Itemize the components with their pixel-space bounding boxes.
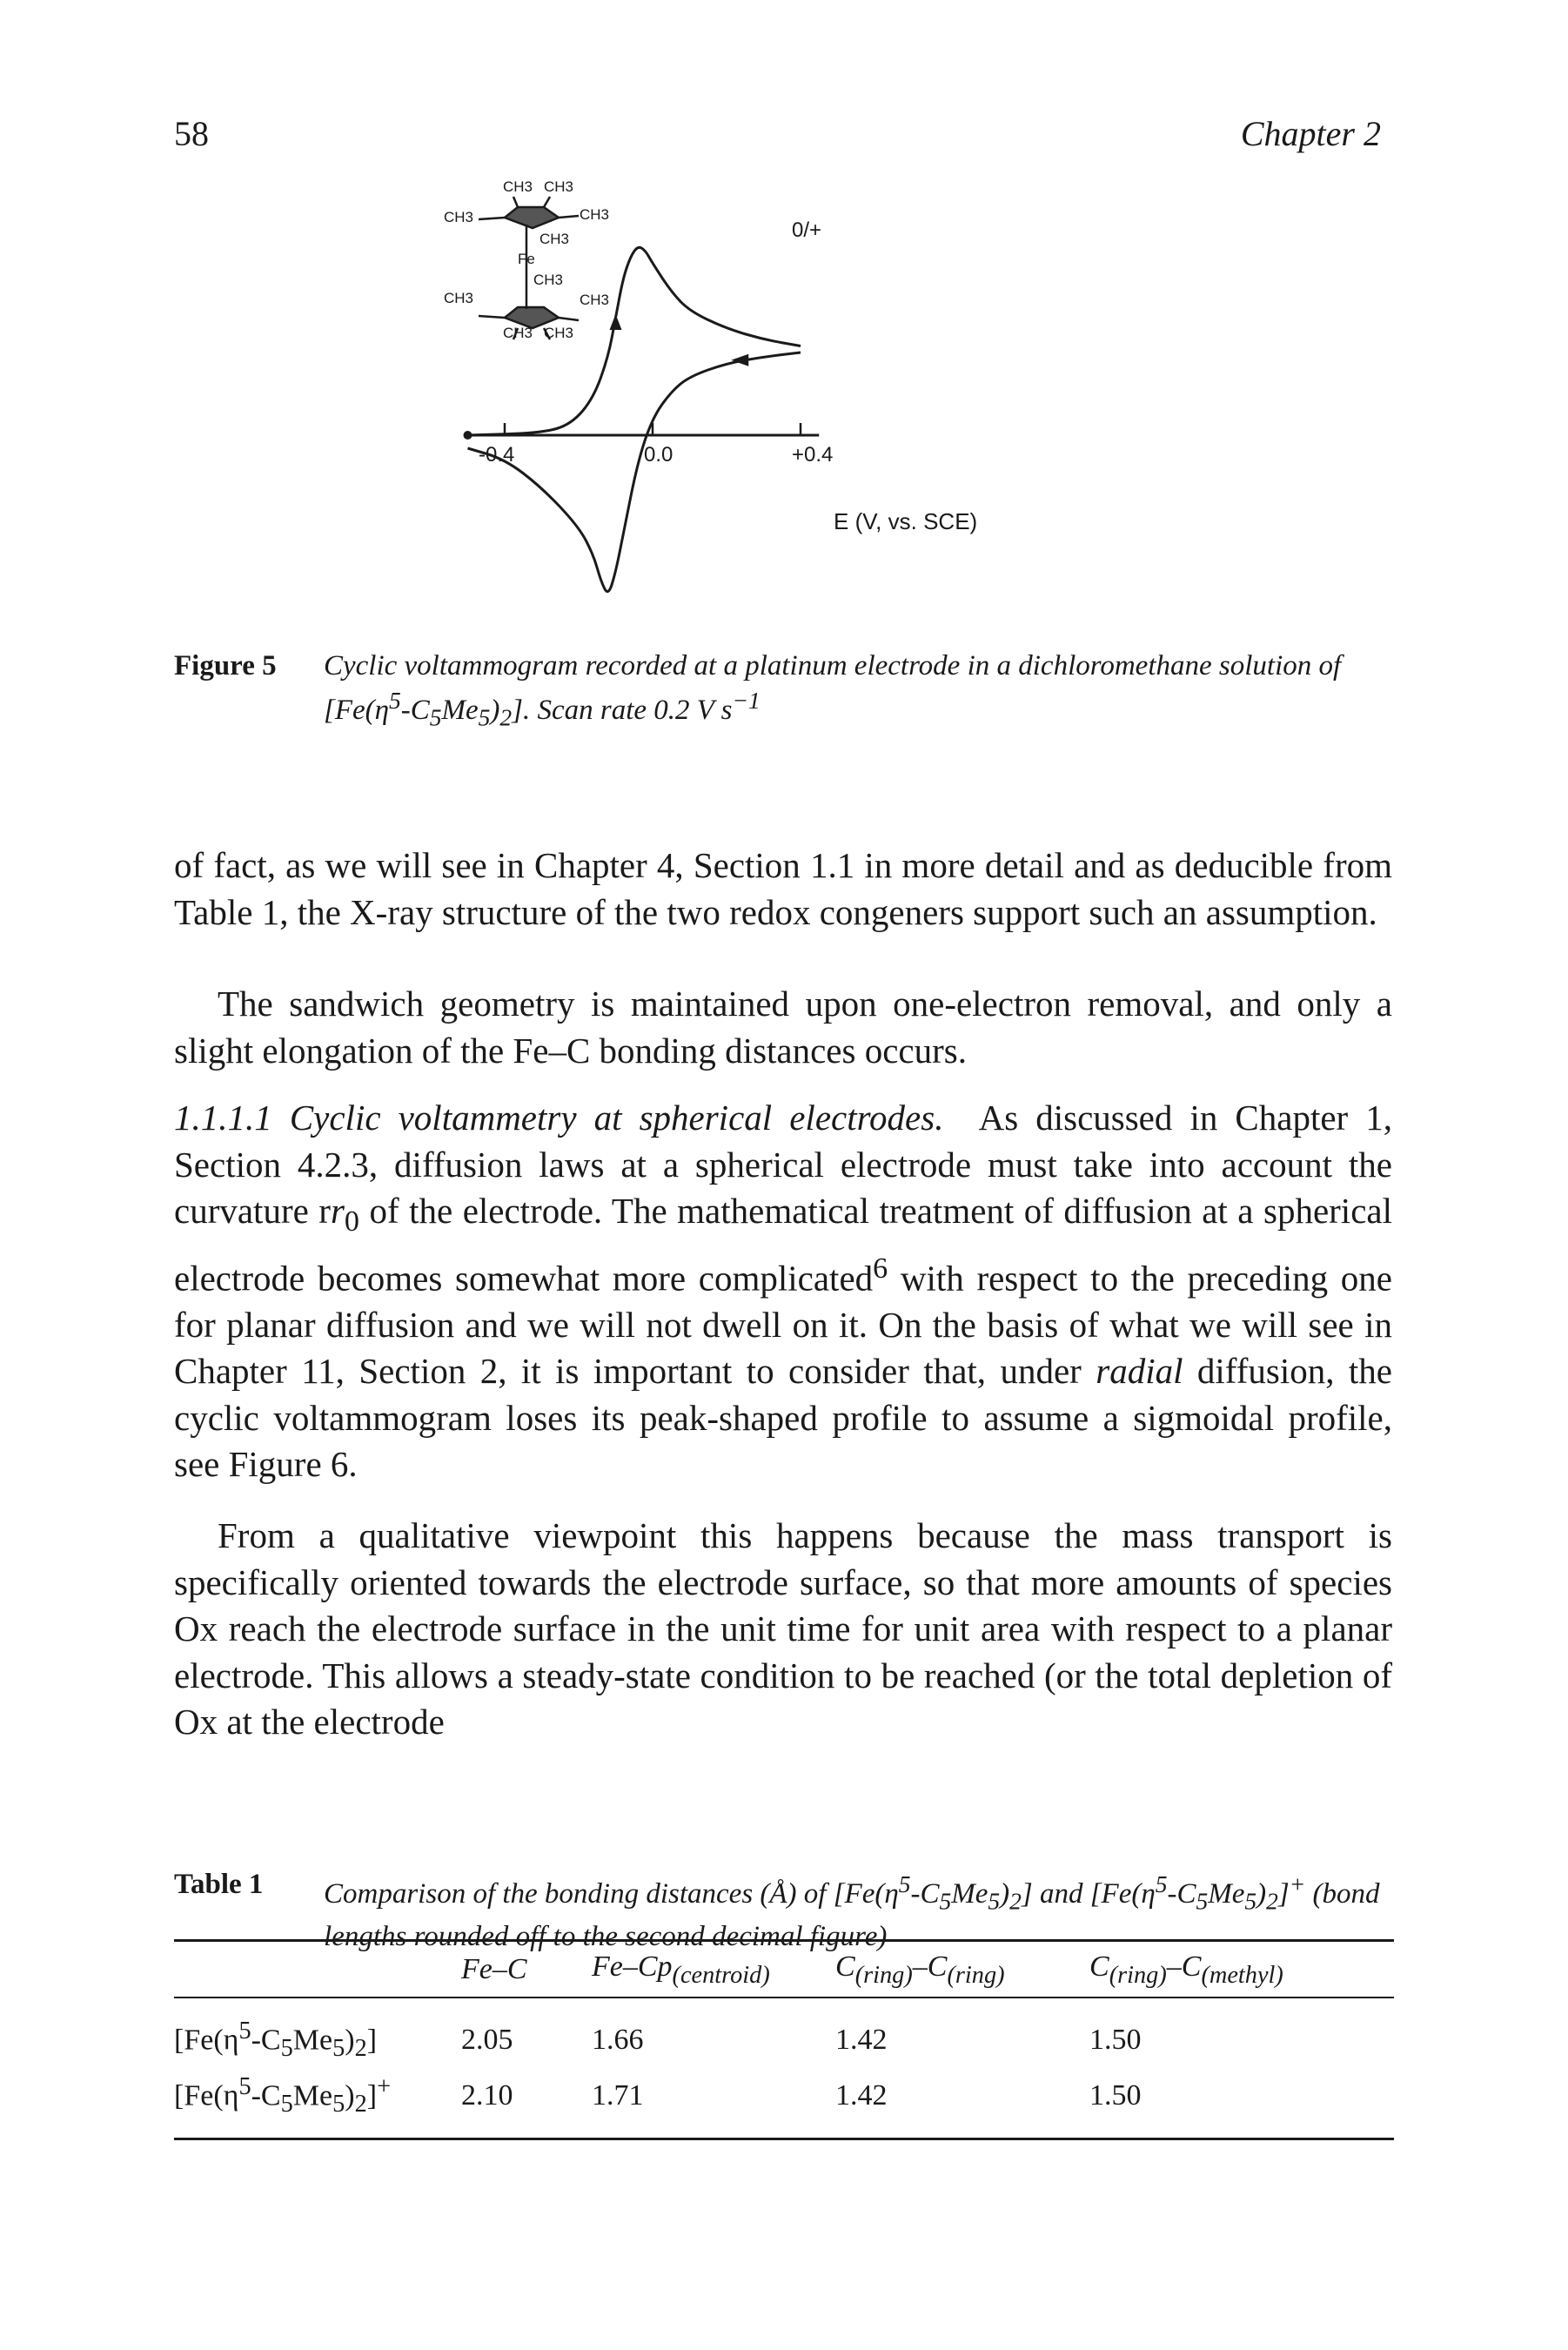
table-cell: 1.42: [835, 2067, 1089, 2141]
x-tick-label: 0.0: [644, 443, 673, 467]
cyclic-voltammogram-figure: CH3 CH3 CH3 CH3 CH3 Fe CH3 CH3 CH3 CH3 C…: [365, 165, 1149, 653]
reverse-scan-arrow: [731, 353, 749, 366]
body-paragraph: The sandwich geometry is maintained upon…: [174, 984, 1392, 1071]
cv-curves: [467, 245, 801, 594]
emphasis-radial: radial: [1096, 1351, 1183, 1392]
table-row: [Fe(η5-C5Me5)2] 2.05 1.66 1.42 1.50: [174, 1998, 1394, 2068]
upper-ring: [502, 205, 561, 230]
ch3-label: CH3: [580, 206, 609, 223]
ch3-label: CH3: [533, 272, 563, 288]
fe-label: Fe: [518, 251, 535, 267]
compound-cell: [Fe(η5-C5Me5)2]: [174, 2017, 378, 2062]
reference-marker: 6: [873, 1252, 888, 1285]
table-row: [Fe(η5-C5Me5)2]+ 2.10 1.71 1.42 1.50: [174, 2067, 1394, 2141]
table-header-cell: Fe–Cp(centroid): [592, 1938, 835, 1998]
lower-ring: [502, 306, 561, 330]
cv-chart: CH3 CH3 CH3 CH3 CH3 Fe CH3 CH3 CH3 CH3 C…: [444, 178, 977, 594]
ch3-label: CH3: [444, 290, 473, 306]
page-number: 58: [174, 114, 209, 153]
section-title: 1.1.1.1 Cyclic voltammetry at spherical …: [174, 1098, 944, 1138]
table-header-cell: Fe–C: [461, 1938, 592, 1998]
running-head: Chapter 2: [1240, 114, 1381, 153]
figure-label: Figure 5: [174, 650, 277, 682]
table-cell: 2.05: [461, 2023, 513, 2056]
decamethylferrocene-structure: [478, 196, 580, 340]
ch3-label: CH3: [580, 292, 609, 308]
couple-label: 0/+: [792, 218, 821, 242]
table-cell: 1.50: [1089, 2067, 1394, 2141]
ch3-label: CH3: [444, 209, 473, 225]
compound-cell: [Fe(η5-C5Me5)2]+: [174, 2067, 461, 2141]
body-paragraph: From a qualitative viewpoint this happen…: [174, 1515, 1392, 1742]
table-cell: 1.50: [1089, 2023, 1142, 2056]
molecule-labels: CH3 CH3 CH3 CH3 CH3 Fe CH3 CH3 CH3 CH3 C…: [444, 178, 609, 341]
figure-caption-text: Cyclic voltammogram recorded at a platin…: [324, 650, 1342, 731]
table-header-row: Fe–C Fe–Cp(centroid) C(ring)–C(ring) C(r…: [174, 1938, 1394, 1998]
ch3-label: CH3: [503, 178, 533, 195]
table-header-cell: C(ring)–C(methyl): [1089, 1938, 1394, 1998]
section-paragraph: 1.1.1.1 Cyclic voltammetry at spherical …: [174, 1098, 1393, 1485]
ch3-label: CH3: [539, 231, 569, 247]
table-cell: 2.10: [461, 2067, 592, 2141]
figure-caption: Figure 5 Cyclic voltammogram recorded at…: [174, 648, 1392, 735]
table-cell: 1.66: [592, 2023, 644, 2056]
forward-scan-curve: [467, 245, 801, 437]
bond-distance-table: Fe–C Fe–Cp(centroid) C(ring)–C(ring) C(r…: [174, 1938, 1394, 2141]
x-tick-label: +0.4: [792, 443, 833, 467]
ch3-label: CH3: [544, 178, 573, 195]
table-header-cell: [174, 1938, 461, 1998]
table-header-cell: C(ring)–C(ring): [835, 1938, 1089, 1998]
ch3-label: CH3: [544, 325, 573, 341]
table-cell: 1.71: [592, 2067, 835, 2141]
forward-scan-arrow: [609, 314, 622, 330]
table-label: Table 1: [174, 1869, 264, 1900]
body-paragraph: of fact, as we will see in Chapter 4, Se…: [174, 845, 1392, 932]
reverse-scan-curve: [467, 351, 801, 594]
table-cell: 1.42: [835, 2023, 888, 2056]
axis-label: E (V, vs. SCE): [834, 508, 977, 534]
r0-subscript: 0: [344, 1205, 359, 1239]
ch3-label: CH3: [503, 325, 533, 341]
